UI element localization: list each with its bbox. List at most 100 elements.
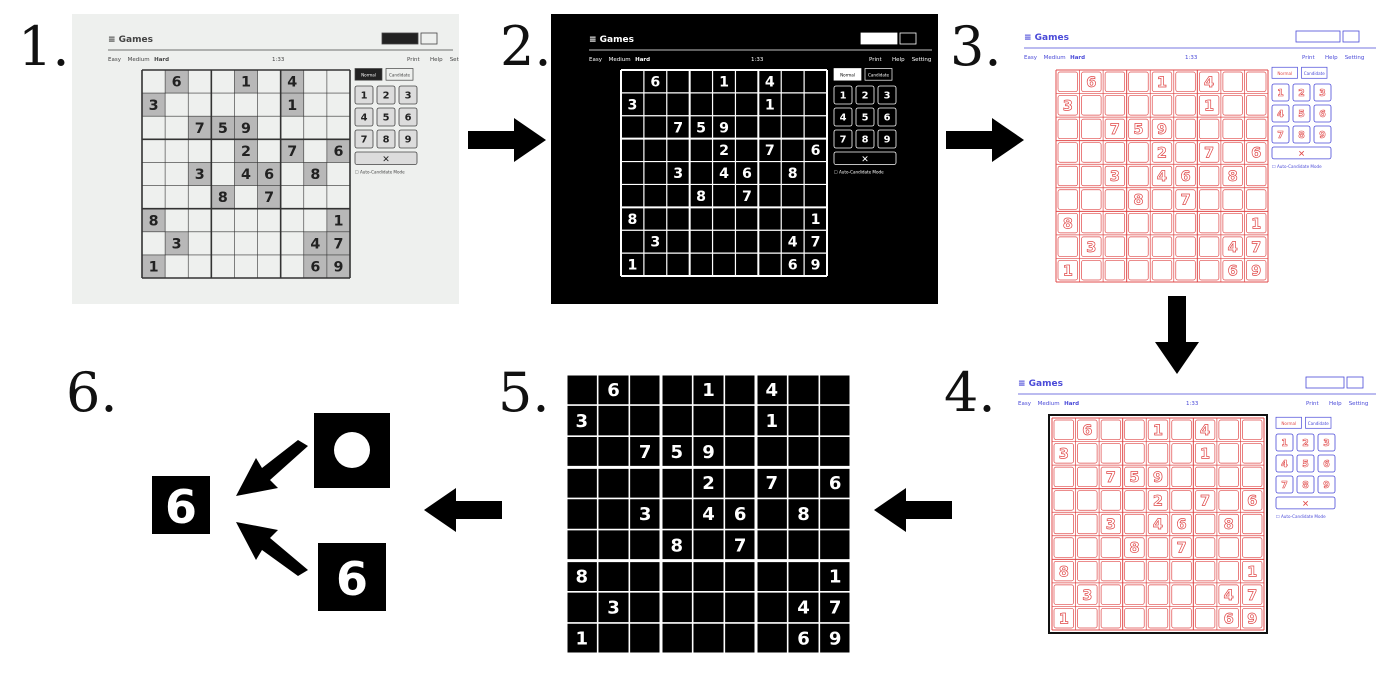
arrow-diagonal-up-left-icon (236, 522, 308, 576)
keypad-digit: 5 (383, 113, 390, 124)
cell-edge (1100, 608, 1122, 629)
difficulty-easy: Easy (589, 57, 603, 63)
keypad-digit: 7 (1277, 130, 1284, 141)
cell-edge (1242, 560, 1263, 582)
mode-tab-label: Normal (1281, 421, 1296, 426)
given-cell-bg (326, 208, 350, 232)
cell-edge (1151, 189, 1173, 210)
timer: 1:33 (272, 57, 285, 63)
grid-digit: 6 (1247, 493, 1257, 510)
cell-edge (1171, 608, 1192, 629)
keypad-digit: 4 (840, 113, 847, 124)
grid-digit: 4 (1153, 516, 1163, 533)
grid-digit: 7 (766, 473, 779, 494)
given-cell-bg (326, 254, 350, 278)
keypad-key-4 (1275, 454, 1294, 473)
auto-candidate-label: ☐ Auto-Candidate Mode (1272, 164, 1322, 169)
keypad-key-9 (398, 129, 418, 149)
cell-edge (1242, 490, 1263, 511)
grid-digit: 1 (1153, 422, 1163, 439)
cell-edge (1222, 189, 1243, 210)
grid-digit: 3 (650, 235, 660, 251)
erase-icon: ✕ (861, 155, 869, 165)
cell-edge (1242, 537, 1263, 558)
grid-digit: 8 (1129, 540, 1139, 557)
keypad-key-7 (833, 129, 853, 149)
cell-edge (1171, 537, 1192, 558)
menu-print: Print (869, 57, 882, 63)
grid-digit: 4 (287, 75, 297, 91)
grid-digit: 4 (1228, 239, 1238, 256)
cell-edge (1104, 236, 1126, 257)
mode-tab-label: Candidate (868, 73, 889, 78)
keypad-digit: 3 (405, 91, 412, 102)
cell-edge (1246, 236, 1267, 257)
keypad-digit: 6 (1319, 109, 1326, 120)
grid-digit: 7 (1200, 493, 1210, 510)
cell-edge (1198, 142, 1220, 163)
given-cell-bg (234, 116, 258, 140)
mode-tab-normal (833, 68, 862, 81)
mode-tab-normal (354, 68, 383, 81)
grid-digit: 4 (1200, 422, 1210, 439)
keypad-key-9 (1317, 475, 1336, 494)
keypad-digit: 3 (1323, 438, 1330, 449)
grid-digit: 9 (829, 629, 842, 650)
grid-digit: 1 (241, 75, 251, 91)
keypad-key-8 (376, 129, 396, 149)
difficulty-easy: Easy (108, 57, 122, 63)
grid-digit: 3 (1106, 516, 1116, 533)
erase-button (1275, 496, 1336, 510)
cell-edge (1057, 212, 1078, 234)
keypad-digit: 9 (1319, 130, 1326, 141)
grid-digit: 1 (333, 213, 343, 229)
keypad-key-1 (1275, 433, 1294, 452)
grid-digit: 6 (734, 504, 747, 525)
grid-digit: 3 (1110, 168, 1120, 185)
cell-edge (1100, 584, 1122, 605)
grid-digit: 7 (1180, 192, 1190, 209)
cell-edge (1057, 189, 1078, 210)
keypad-digit: 2 (862, 91, 869, 102)
keypad-digit: 8 (1298, 130, 1305, 141)
grid-digit: 6 (1176, 516, 1186, 533)
mode-tab-label: Normal (1277, 71, 1292, 76)
cell-edge (1218, 584, 1239, 605)
cell-edge (1057, 95, 1078, 116)
app-title: ≡ Games (1024, 33, 1069, 43)
grid-digit: 6 (1086, 74, 1096, 91)
keypad-key-9 (1313, 125, 1332, 144)
grid-digit: 7 (1106, 469, 1116, 486)
step-5-label: 5. (498, 361, 550, 424)
cell-edge (1077, 513, 1098, 535)
grid-digit: 6 (1251, 145, 1261, 162)
grid-digit: 6 (1224, 610, 1234, 627)
cell-edge (1077, 537, 1098, 558)
mode-tab-normal (1271, 66, 1298, 79)
given-cell-bg (234, 139, 258, 163)
given-cell-bg (165, 231, 189, 255)
cell-edge (1171, 584, 1192, 605)
difficulty-easy: Easy (1024, 55, 1038, 61)
result-digit: 6 (165, 480, 197, 534)
menu-help: Help (892, 57, 905, 63)
panel-background (1020, 20, 1382, 288)
grid-background (566, 374, 851, 654)
grid-digit: 5 (671, 442, 684, 463)
grid-digit: 7 (1247, 587, 1257, 604)
keypad-key-7 (1271, 125, 1290, 144)
digit-result: 6 (152, 476, 210, 534)
cell-edge (1242, 608, 1263, 629)
cell-edge (1147, 443, 1169, 464)
cell-edge (1100, 490, 1122, 511)
grid-digit: 7 (264, 190, 274, 206)
given-cell-bg (303, 162, 327, 186)
cell-edge (1053, 608, 1074, 629)
cell-edge (1057, 118, 1078, 140)
cell-edge (1171, 419, 1192, 440)
cell-edge (1053, 443, 1074, 464)
grid-digit: 6 (650, 74, 660, 90)
keypad-key-5 (1296, 454, 1315, 473)
